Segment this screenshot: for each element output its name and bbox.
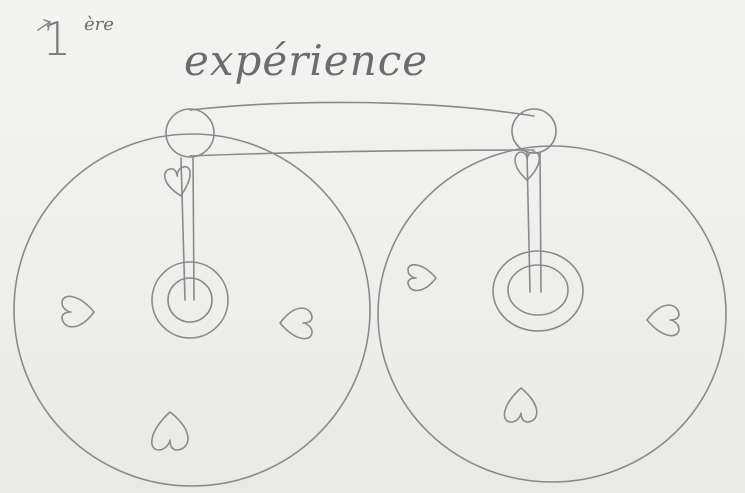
heart-icon <box>152 412 188 450</box>
arrow-mark <box>38 20 50 30</box>
right-hub-inner <box>508 265 568 315</box>
left-hub-inner <box>168 278 212 322</box>
belt-top <box>190 102 534 116</box>
right-shaft <box>527 153 541 292</box>
left-pulley <box>166 109 214 157</box>
heart-icon <box>408 265 436 291</box>
left-hub-outer <box>152 262 228 338</box>
belt-bottom <box>190 150 534 156</box>
right-hub-outer <box>493 251 583 331</box>
heart-icon <box>280 308 312 339</box>
heart-icon <box>164 166 194 198</box>
right-wheel <box>378 146 726 482</box>
heart-icon <box>647 305 679 336</box>
heart-icon <box>504 388 536 422</box>
heart-icon <box>62 296 94 327</box>
